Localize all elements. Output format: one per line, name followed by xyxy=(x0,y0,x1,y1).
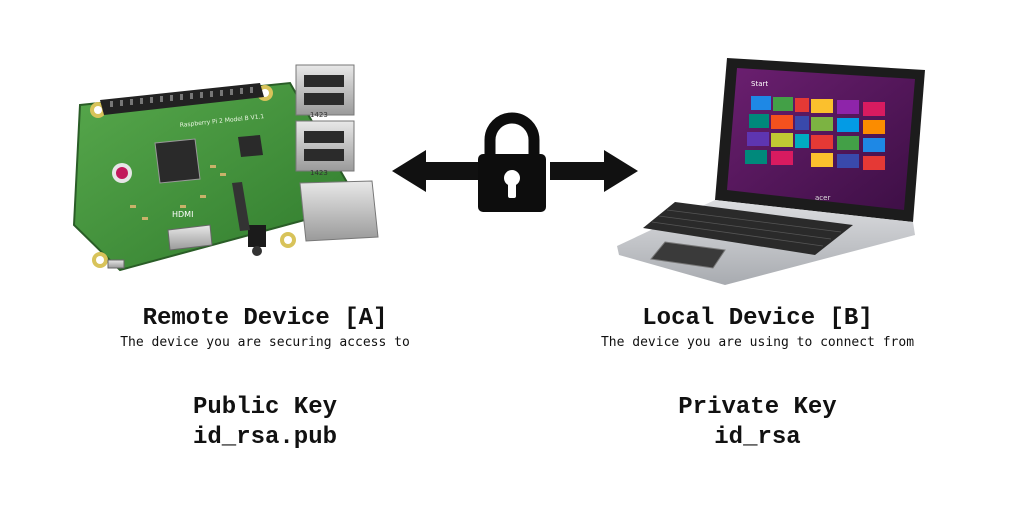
usb-label-1: 1423 xyxy=(310,111,328,119)
private-key-label: Private Key xyxy=(678,394,837,421)
camera-connector xyxy=(232,182,250,231)
local-device-title: Local Device [B] xyxy=(642,305,873,332)
usb-ports: 1423 1423 xyxy=(295,64,355,177)
soc-chip xyxy=(154,138,201,184)
private-key-filename: id_rsa xyxy=(714,424,801,451)
screen-start-text: Start xyxy=(751,80,768,88)
usb-controller-chip xyxy=(238,135,263,157)
micro-usb-port xyxy=(107,259,125,269)
remote-device-title: Remote Device [A] xyxy=(142,305,388,332)
laptop-touchpad xyxy=(650,241,726,269)
laptop-brand-text: acer xyxy=(815,194,830,202)
hdmi-label: HDMI xyxy=(172,210,193,219)
laptop-image: Start acer xyxy=(617,58,925,285)
remote-device-subtitle: The device you are securing access to xyxy=(120,335,410,350)
hdmi-port xyxy=(167,224,213,251)
start-tiles xyxy=(745,96,885,170)
public-key-filename: id_rsa.pub xyxy=(192,424,338,451)
ethernet-port xyxy=(299,180,379,242)
local-device-subtitle: The device you are using to connect from xyxy=(600,335,915,350)
arrow-left-icon xyxy=(392,150,480,192)
raspberry-pi-board-image: HDMI 1423 1423 Raspberry Pi 2 Model B V1… xyxy=(72,64,379,272)
public-key-label: Public Key xyxy=(192,394,338,421)
usb-label-2: 1423 xyxy=(310,169,328,177)
padlock-icon xyxy=(478,112,546,212)
arrow-right-icon xyxy=(550,150,638,192)
laptop-keyboard xyxy=(643,202,853,255)
audio-jack xyxy=(248,225,266,247)
